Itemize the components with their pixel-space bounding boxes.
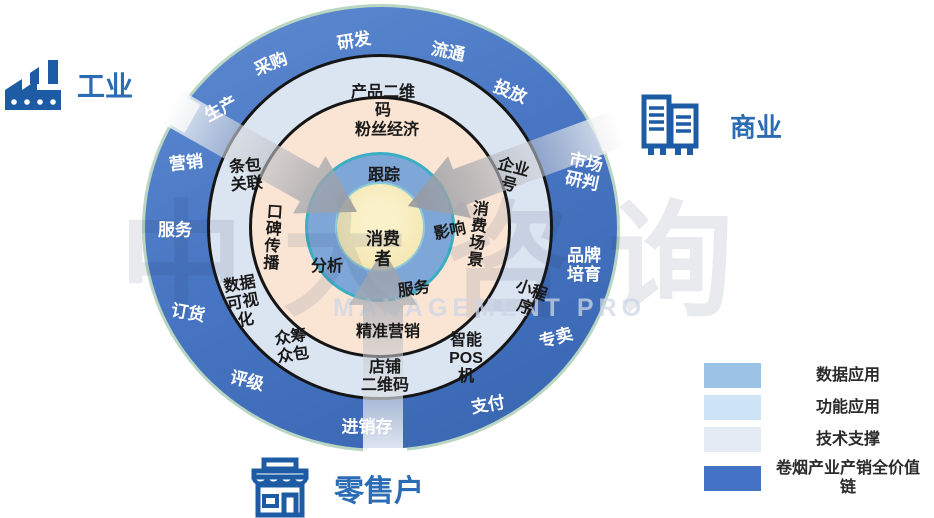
- watermark-en: MANAGEMENT PRO: [333, 294, 647, 322]
- legend-swatch: [704, 395, 761, 420]
- legend: 数据应用功能应用技术支撑卷烟产业产销全价值链: [704, 363, 922, 504]
- legend-label: 卷烟产业产销全价值链: [775, 460, 920, 497]
- legend-swatch: [704, 427, 761, 452]
- legend-swatch: [704, 363, 761, 388]
- legend-item: 卷烟产业产销全价值链: [704, 459, 922, 497]
- consumer-label: 消费 者: [366, 229, 400, 269]
- legend-label: 功能应用: [815, 398, 880, 416]
- legend-label: 技术支撑: [815, 430, 880, 448]
- storefront-icon: [251, 457, 309, 518]
- industry-label: 工业: [76, 71, 134, 102]
- retail-label: 零售户: [334, 475, 424, 508]
- legend-swatch: [704, 465, 761, 491]
- legend-item: 数据应用: [704, 363, 922, 388]
- commerce-label: 商业: [729, 112, 783, 143]
- legend-item: 技术支撑: [704, 427, 922, 452]
- factory-icon: [5, 60, 61, 110]
- legend-label: 数据应用: [815, 366, 880, 384]
- legend-item: 功能应用: [704, 395, 922, 420]
- buildings-icon: [641, 94, 699, 155]
